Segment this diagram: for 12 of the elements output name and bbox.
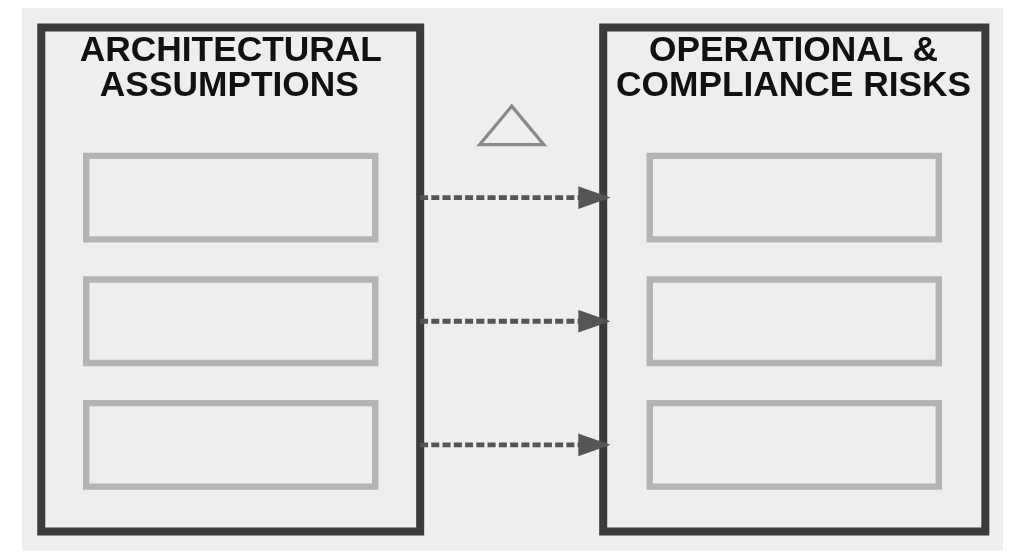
arrow [419, 186, 610, 209]
node-box [646, 276, 942, 367]
node-box [646, 152, 942, 243]
node-box [82, 276, 378, 367]
cluster: ARCHITECTURAL ASSUMPTIONS [36, 23, 424, 536]
node-box [646, 399, 942, 490]
arrow [419, 310, 610, 333]
node-box [82, 152, 378, 243]
node-box [82, 399, 378, 490]
node-triangle [475, 103, 547, 147]
cluster: OPERATIONAL & COMPLIANCE RISKS [598, 23, 989, 536]
arrow [419, 433, 610, 457]
